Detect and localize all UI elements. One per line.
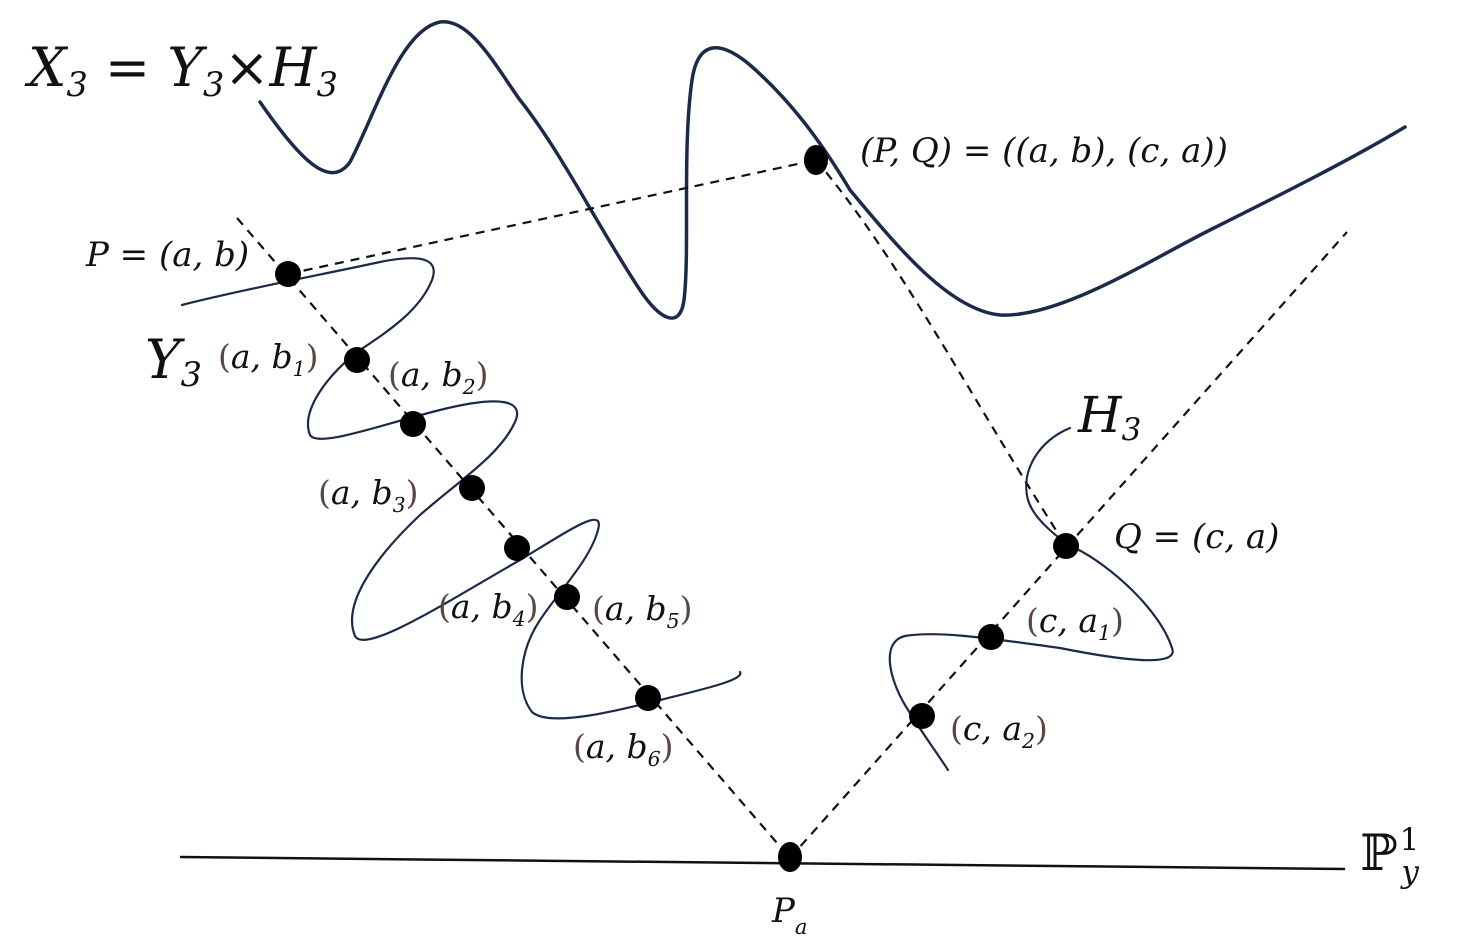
label-h3: H3 xyxy=(1077,386,1141,448)
point-ab2 xyxy=(400,411,426,437)
title-times: × xyxy=(224,36,269,99)
h3-curve xyxy=(888,426,1174,772)
label-y3-sub: 3 xyxy=(181,355,202,394)
label-ca1: (c, a1) xyxy=(1026,601,1124,645)
point-ab1 xyxy=(344,347,370,373)
point-q xyxy=(1053,533,1079,559)
point-pq xyxy=(804,145,828,175)
point-ab3 xyxy=(459,475,485,501)
label-q: Q = (c, a) xyxy=(1114,517,1279,557)
point-ca1 xyxy=(978,624,1004,650)
label-p1y-sup: 1 xyxy=(1400,822,1420,858)
p1-line xyxy=(179,855,1346,871)
fiber-right-labels: (c, a1) (c, a2) xyxy=(950,601,1124,753)
title-x-sub: 3 xyxy=(66,65,87,104)
label-ab1: (a, b1) xyxy=(218,337,319,381)
title-eq: = xyxy=(88,36,168,99)
title-y-sub: 3 xyxy=(203,65,224,104)
label-pq: (P, Q) = ((a, b), (c, a)) xyxy=(860,131,1228,171)
title-h-sub: 3 xyxy=(317,65,338,104)
label-ab3: (a, b3) xyxy=(318,473,419,517)
label-y3: Y3 xyxy=(145,328,202,394)
label-ca2: (c, a2) xyxy=(950,709,1048,753)
label-ab2: (a, b2) xyxy=(388,355,489,399)
label-pa: Pa xyxy=(771,891,807,939)
point-ca2 xyxy=(909,703,935,729)
y3-curve xyxy=(180,257,742,720)
title-y: Y xyxy=(167,36,207,99)
label-ab4: (a, b4) xyxy=(438,587,539,631)
title-formula: X3 = Y3×H3 xyxy=(24,36,338,104)
label-p1y-main: ℙ xyxy=(1360,824,1398,882)
q-dashed-curve xyxy=(815,159,1067,547)
label-h3-main: H xyxy=(1077,386,1123,444)
label-pa-main: P xyxy=(771,891,796,931)
label-y3-main: Y xyxy=(145,328,185,391)
label-h3-sub: 3 xyxy=(1122,412,1142,448)
fiber-left-labels: (a, b1) (a, b2) (a, b3) (a, b4) (a, b5) … xyxy=(218,337,693,771)
point-pa xyxy=(778,842,802,872)
label-p1y-sub: y xyxy=(1399,854,1419,890)
label-p: P = (a, b) xyxy=(85,235,249,275)
pq-dashed-line xyxy=(287,158,817,276)
point-ab5 xyxy=(554,584,580,610)
label-pa-sub: a xyxy=(795,914,808,939)
title-h: H xyxy=(269,36,318,99)
point-ab6 xyxy=(635,685,661,711)
title-x: X xyxy=(24,36,69,99)
point-ab4 xyxy=(504,535,530,561)
point-p xyxy=(275,261,301,287)
label-ab5: (a, b5) xyxy=(592,589,693,633)
x3-curve xyxy=(258,20,1407,320)
label-ab6: (a, b6) xyxy=(573,727,674,771)
